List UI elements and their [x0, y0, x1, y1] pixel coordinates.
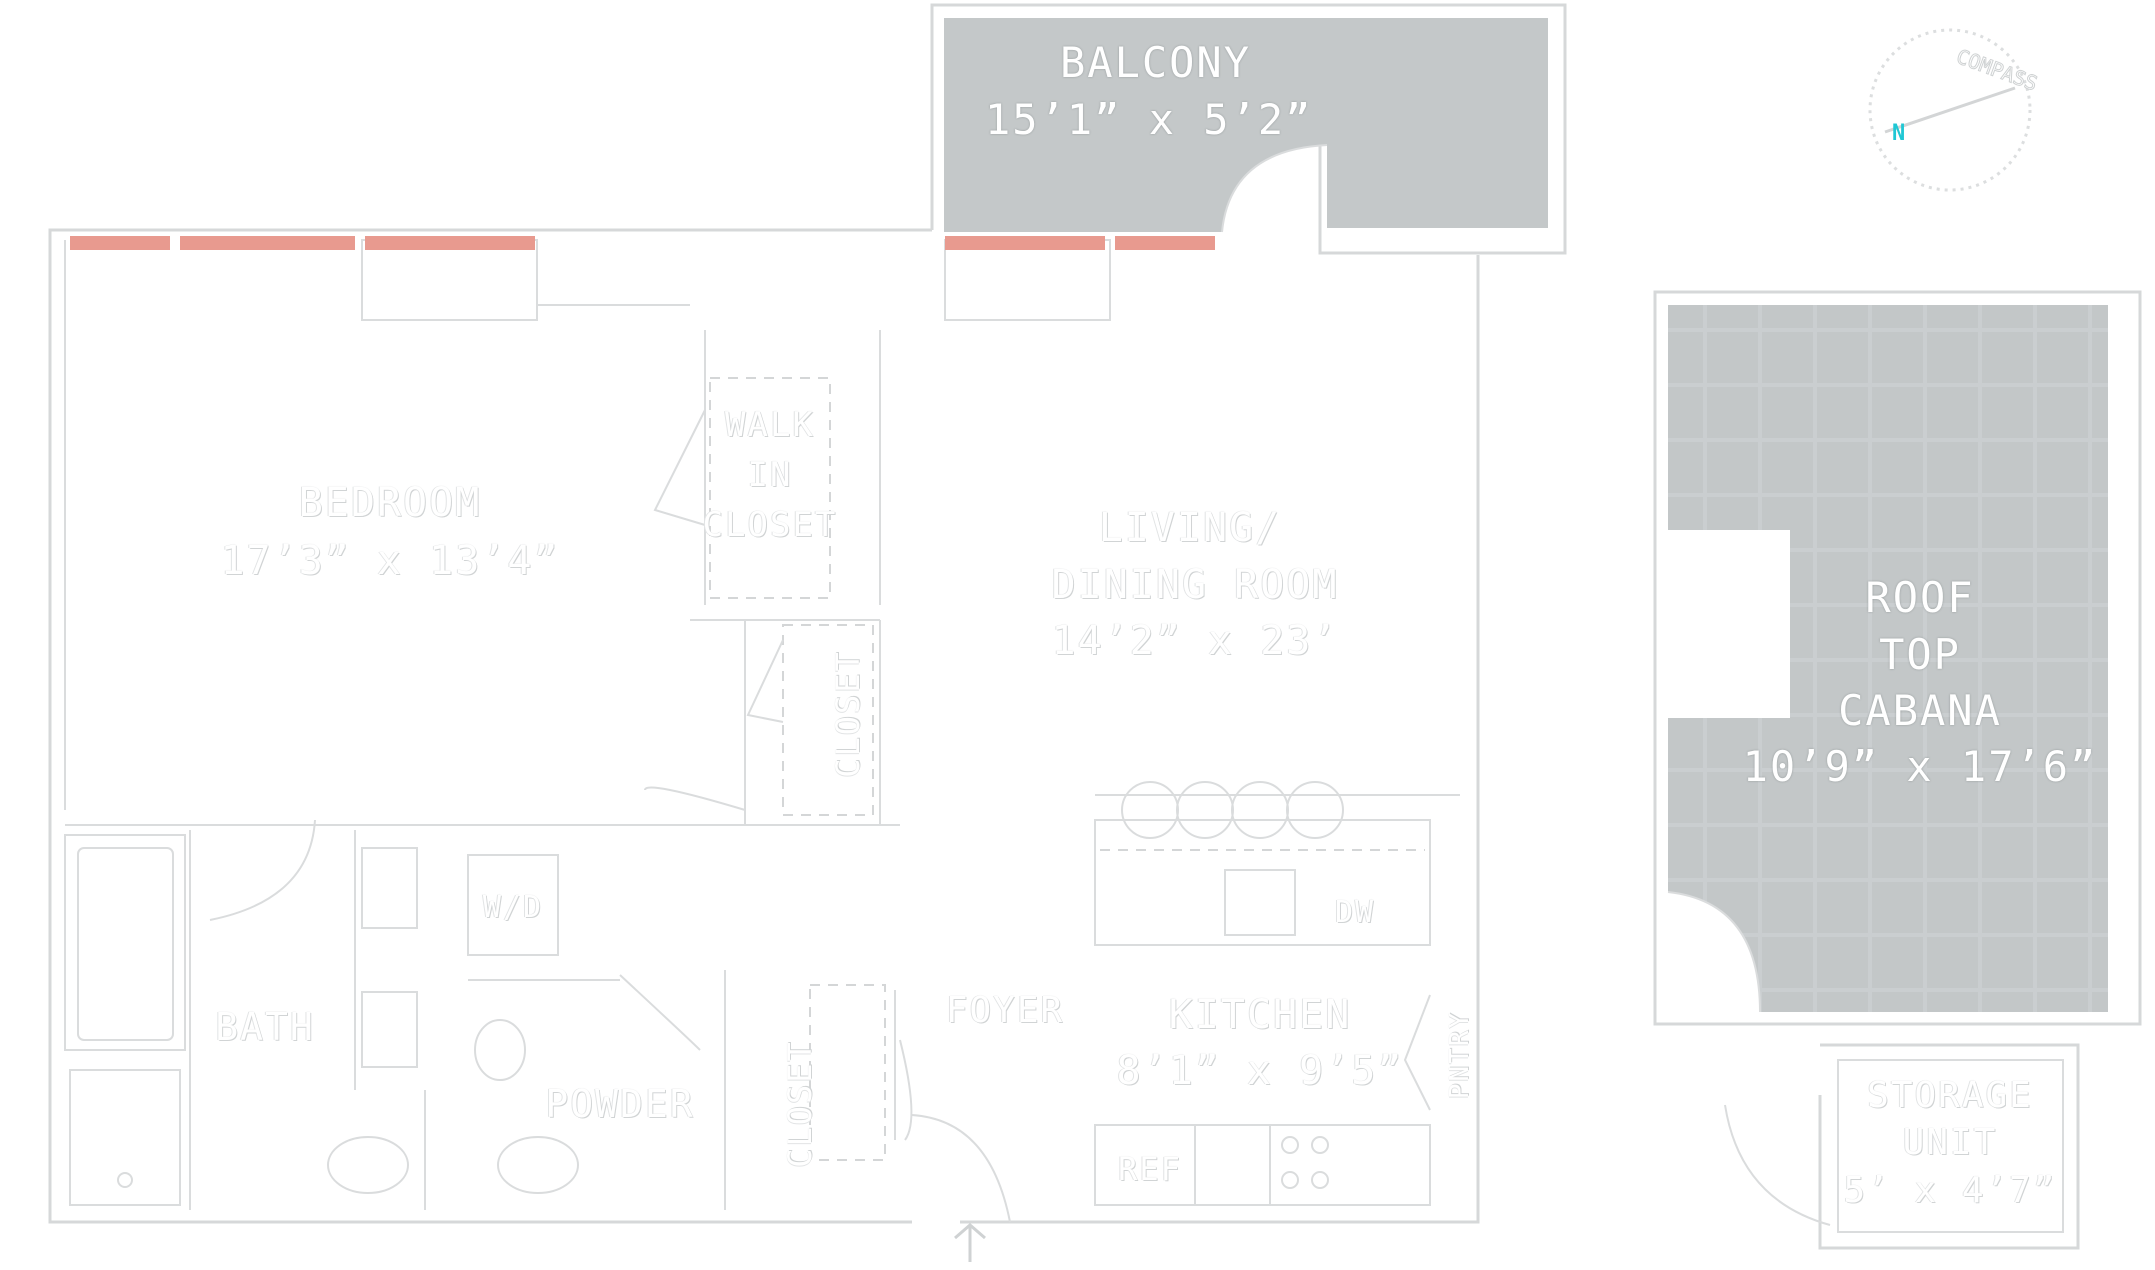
cabana-line1: ROOF	[1865, 573, 1975, 622]
unit-walls	[48, 228, 1480, 1224]
compass-label: COMPASS	[1953, 44, 2040, 95]
living-line1: LIVING/	[1098, 505, 1282, 551]
cabana-dims: 10’9” x 17’6”	[1742, 742, 2098, 791]
compass-north-label: N	[1892, 121, 1905, 146]
cabana-line3: CABANA	[1838, 686, 2002, 735]
closet-foyer-name: CLOSET	[781, 1040, 819, 1168]
cabana-line2: TOP	[1879, 630, 1961, 679]
storage-line2: UNIT	[1902, 1122, 1998, 1163]
compass-icon: N COMPASS	[1868, 28, 2041, 192]
bath-fixtures	[64, 819, 701, 1206]
kitchen-name: KITCHEN	[1168, 992, 1352, 1038]
closet-bedroom-name: CLOSET	[829, 650, 867, 778]
balcony-name: BALCONY	[1060, 38, 1252, 87]
walk-in-closet-line3: CLOSET	[702, 505, 838, 545]
balcony-area	[930, 3, 1567, 255]
storage-area	[1724, 1043, 2080, 1250]
refrigerator-name: REF	[1118, 1150, 1182, 1188]
entry-arrow-icon	[954, 1223, 986, 1262]
windows	[70, 236, 1215, 250]
foyer-name: FOYER	[945, 990, 1065, 1031]
kitchen-fixtures	[911, 781, 1431, 1223]
bath-name: BATH	[215, 1005, 315, 1049]
powder-name: POWDER	[545, 1082, 695, 1126]
cabana-area	[1653, 290, 2142, 1026]
closet-fixtures	[644, 377, 913, 1161]
storage-line1: STORAGE	[1867, 1075, 2033, 1116]
living-line2: DINING ROOM	[1051, 562, 1339, 608]
dishwasher-name: DW	[1334, 895, 1376, 930]
balcony-dims: 15’1” x 5’2”	[985, 95, 1313, 144]
storage-dims: 5’ x 4’7”	[1843, 1170, 2057, 1211]
pantry-name: PNTRY	[1445, 1010, 1475, 1100]
washer-dryer-name: W/D	[482, 890, 544, 925]
bedroom-name: BEDROOM	[298, 480, 482, 526]
walk-in-closet-line2: IN	[747, 455, 793, 495]
kitchen-dims: 8’1” x 9’5”	[1116, 1048, 1404, 1094]
bedroom-dims: 17’3” x 13’4”	[220, 538, 560, 584]
living-dims: 14’2” x 23’	[1051, 618, 1339, 664]
walk-in-closet-line1: WALK	[725, 405, 815, 445]
